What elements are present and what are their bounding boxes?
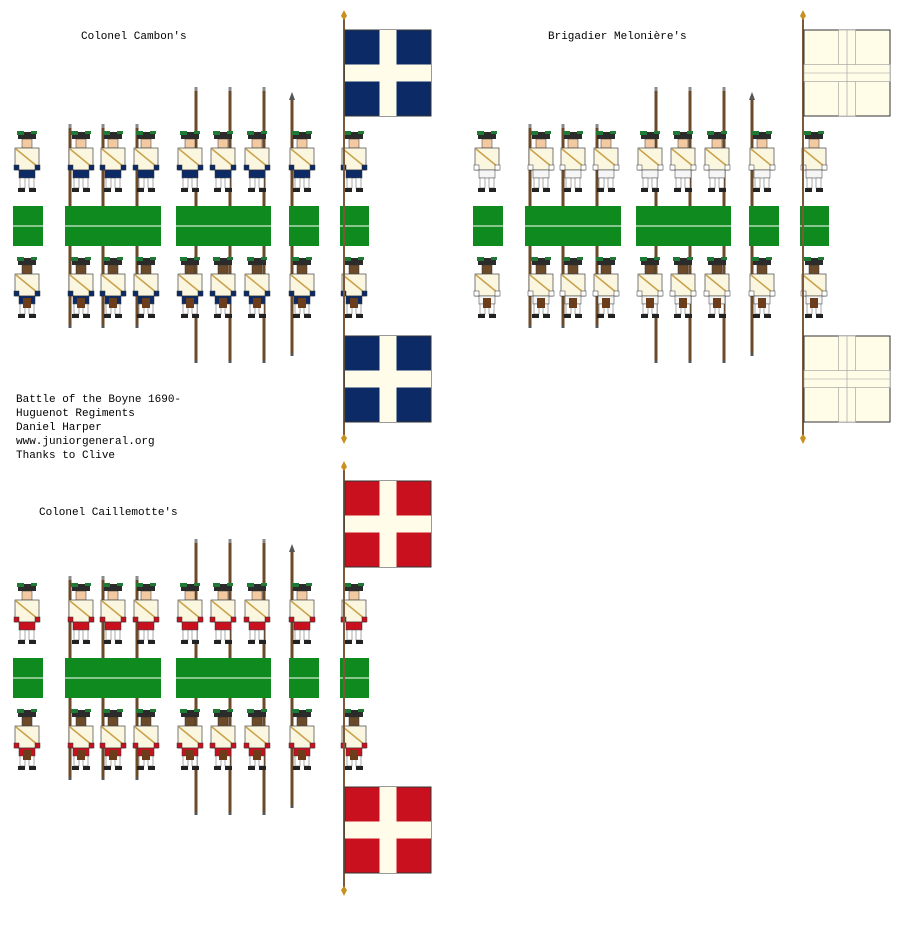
unit-base [473, 206, 503, 246]
unit-base [176, 658, 271, 698]
soldier-back [132, 257, 160, 318]
soldier-back [13, 709, 41, 770]
credits-block: Battle of the Boyne 1690- Huguenot Regim… [16, 393, 181, 463]
soldier-front [340, 131, 368, 192]
regimental-flag [344, 335, 432, 423]
soldier-front [592, 131, 620, 192]
regiment-title-caillemotte: Colonel Caillemotte's [39, 507, 178, 519]
soldier-back [592, 257, 620, 318]
soldier-front [748, 131, 776, 192]
soldier-back [176, 709, 204, 770]
soldier-front [800, 131, 828, 192]
regimental-flag [344, 786, 432, 874]
regiment-title-cambon: Colonel Cambon's [81, 31, 187, 43]
soldier-front [13, 583, 41, 644]
soldier-back [209, 709, 237, 770]
soldier-back [67, 257, 95, 318]
soldier-back [176, 257, 204, 318]
soldier-back [559, 257, 587, 318]
soldier-back [748, 257, 776, 318]
soldier-back [99, 257, 127, 318]
credit-line-3: Daniel Harper [16, 422, 102, 434]
soldier-front [209, 583, 237, 644]
soldier-front [703, 131, 731, 192]
soldier-back [243, 257, 271, 318]
regiment-block-1 [473, 87, 829, 363]
soldier-front [340, 583, 368, 644]
soldier-front [209, 131, 237, 192]
credit-line-5: Thanks to Clive [16, 450, 116, 462]
unit-base [525, 206, 621, 246]
soldier-back [340, 257, 368, 318]
soldier-front [176, 583, 204, 644]
soldier-back [13, 257, 41, 318]
unit-base [65, 658, 161, 698]
regiment-block-0 [13, 87, 369, 363]
soldier-front [669, 131, 697, 192]
unit-base [636, 206, 731, 246]
soldier-back [473, 257, 501, 318]
soldier-back [132, 709, 160, 770]
regiment-title-meloniere: Brigadier Melonière's [548, 31, 687, 43]
unit-base [749, 206, 779, 246]
soldier-front [13, 131, 41, 192]
soldier-front [67, 583, 95, 644]
unit-base [289, 658, 319, 698]
soldier-back [527, 257, 555, 318]
soldier-front [132, 583, 160, 644]
soldier-front [288, 131, 316, 192]
soldier-front [99, 131, 127, 192]
soldier-back [243, 709, 271, 770]
credit-line-4: www.juniorgeneral.org [16, 436, 155, 448]
soldier-back [209, 257, 237, 318]
soldier-back [288, 709, 316, 770]
soldier-back [99, 709, 127, 770]
flag-staff [800, 10, 806, 444]
regiment-block-2 [13, 539, 369, 815]
unit-base [13, 206, 43, 246]
soldier-front [176, 131, 204, 192]
unit-base [176, 206, 271, 246]
soldier-back [800, 257, 828, 318]
regimental-flag [344, 480, 432, 568]
soldier-front [527, 131, 555, 192]
soldier-back [288, 257, 316, 318]
credit-line-2: Huguenot Regiments [16, 408, 135, 420]
soldier-back [669, 257, 697, 318]
flag-staff [341, 10, 347, 444]
soldier-front [473, 131, 501, 192]
soldier-front [243, 131, 271, 192]
regimental-flag [803, 29, 891, 117]
soldier-front [636, 131, 664, 192]
unit-base [65, 206, 161, 246]
soldier-back [67, 709, 95, 770]
soldier-back [636, 257, 664, 318]
soldier-front [559, 131, 587, 192]
credit-line-1: Battle of the Boyne 1690- [16, 394, 182, 406]
soldier-front [67, 131, 95, 192]
unit-base [800, 206, 829, 246]
soldier-front [132, 131, 160, 192]
regimental-flag [344, 29, 432, 117]
flag-staff [341, 461, 347, 896]
unit-base [289, 206, 319, 246]
soldier-back [340, 709, 368, 770]
unit-base [13, 658, 43, 698]
soldier-front [243, 583, 271, 644]
regimental-flag [803, 335, 891, 423]
soldier-front [288, 583, 316, 644]
soldier-front [99, 583, 127, 644]
soldier-back [703, 257, 731, 318]
